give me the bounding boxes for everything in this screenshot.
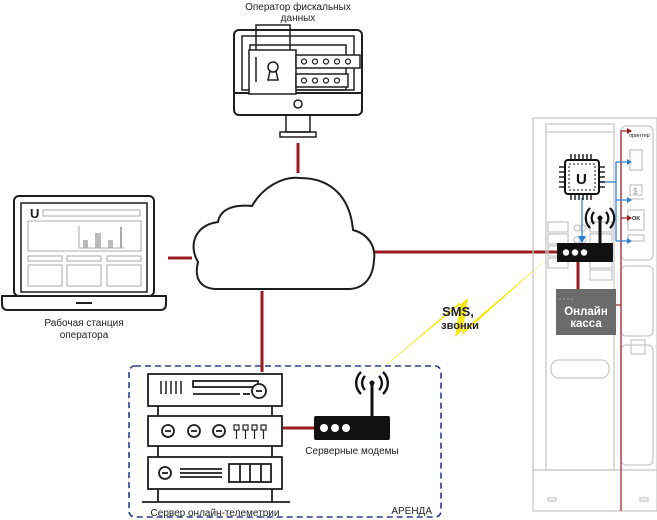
connections bbox=[168, 143, 560, 430]
machine-internal-links bbox=[576, 128, 632, 511]
workstation-label: Рабочая станция bbox=[44, 317, 123, 329]
workstation-label-2: оператора bbox=[60, 330, 109, 341]
svg-text:U: U bbox=[576, 171, 587, 188]
online-kassa-label-2: касса bbox=[570, 318, 602, 330]
rent-zone-border bbox=[128, 365, 442, 518]
server-label: Сервер онлайн-телеметрии bbox=[151, 508, 280, 519]
dollar-icon: $ bbox=[633, 187, 638, 196]
rack-row-2 bbox=[295, 73, 349, 88]
monitor-stand bbox=[285, 114, 311, 133]
machine-modem bbox=[557, 207, 616, 262]
lightning-bolt bbox=[368, 258, 548, 380]
operator-workstation: U Рабочая станция оператора bbox=[1, 195, 167, 341]
keyhole-icon bbox=[255, 57, 279, 82]
power-button bbox=[293, 99, 303, 109]
telemetry-server bbox=[142, 373, 290, 503]
cloud-icon bbox=[192, 176, 376, 290]
server-modems-label: Серверные модемы bbox=[305, 446, 398, 457]
wifi-signal-icon bbox=[355, 371, 389, 395]
wifi-signal-icon bbox=[584, 207, 616, 229]
controller-chip-icon: U bbox=[559, 154, 605, 200]
rent-zone-label: АРЕНДА bbox=[391, 506, 432, 517]
fiscal-operator-label-2: данных bbox=[281, 13, 316, 24]
ok-label: OK bbox=[632, 216, 640, 222]
fiscal-data-operator: Оператор фискальных данных bbox=[233, 1, 363, 138]
bar-chart-icon bbox=[78, 226, 124, 249]
calls-label: звонки bbox=[441, 320, 479, 332]
server-modem: Серверные модемы bbox=[305, 371, 399, 457]
online-kassa-label: Онлайн bbox=[564, 306, 608, 318]
sms-label: SMS, bbox=[442, 304, 474, 319]
online-kassa: Онлайн касса bbox=[556, 289, 616, 335]
printer-label: принтер bbox=[629, 133, 650, 139]
fiscal-operator-label: Оператор фискальных bbox=[245, 1, 351, 13]
brand-logo-icon: U bbox=[30, 206, 39, 221]
sms-wireless-link: SMS, звонки bbox=[368, 258, 548, 380]
